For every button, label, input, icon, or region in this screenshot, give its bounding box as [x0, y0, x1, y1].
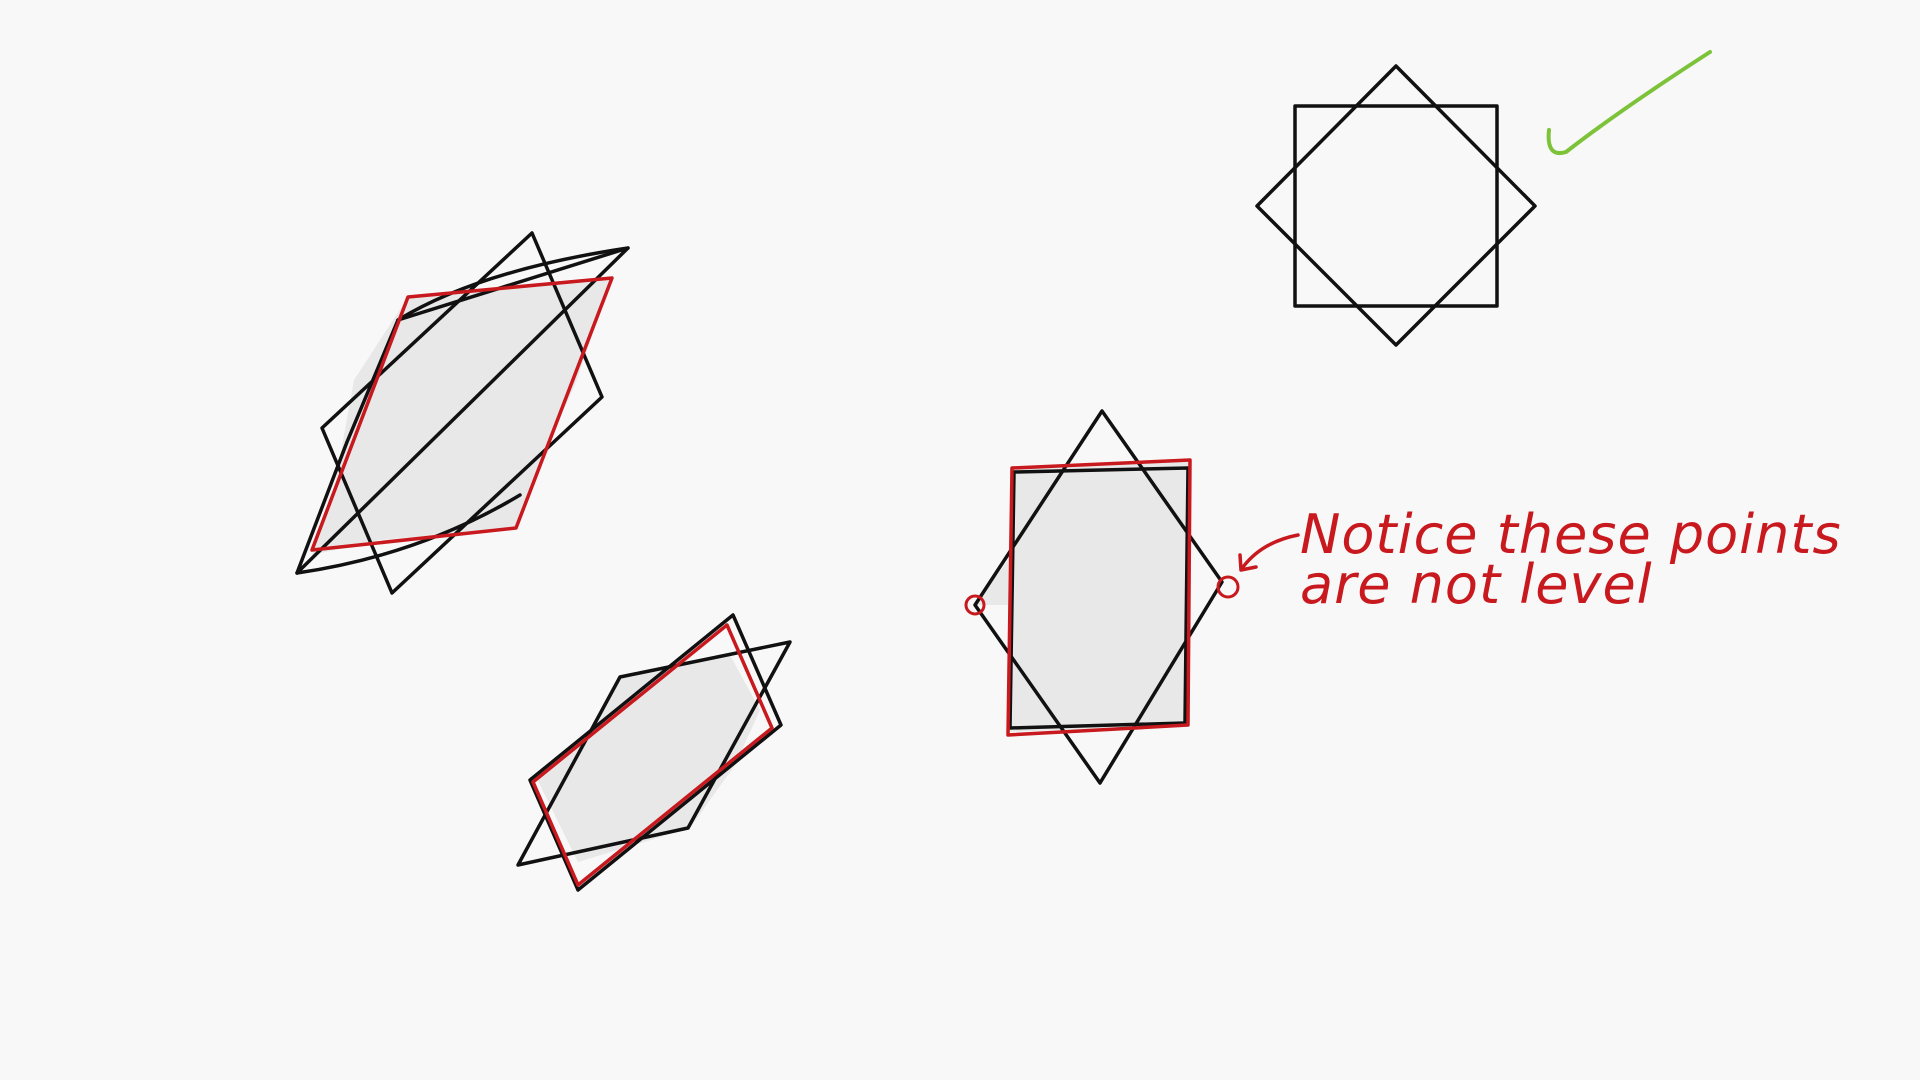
arrow-head: [1238, 553, 1258, 572]
black-diamond: [973, 409, 1224, 785]
shaded-overlap: [975, 460, 1190, 732]
annotation-line-1: Notice these points: [1300, 503, 1842, 566]
black-rhombus-b: [516, 640, 792, 867]
black-diamond: [1255, 64, 1537, 347]
red-parallelogram: [531, 623, 774, 887]
annotation-line-2: are not level: [1300, 553, 1653, 616]
black-curve-bottom: [295, 493, 522, 575]
black-curve-top: [396, 246, 630, 322]
tilted-star-small: [516, 613, 792, 892]
black-rhombus-a: [320, 231, 604, 595]
left-point-marker: [964, 594, 986, 616]
black-rhombus-b: [295, 246, 630, 575]
tilted-star-large: [295, 231, 630, 595]
black-rectangle: [1008, 466, 1190, 730]
red-rectangle: [1006, 458, 1192, 737]
black-square: [1293, 104, 1499, 308]
right-point-marker: [1216, 575, 1240, 599]
red-parallelogram: [310, 276, 614, 552]
arrow-pointer-icon: [1241, 533, 1300, 569]
check-mark-icon: [1546, 50, 1712, 155]
annotation: Notice these points are not level: [1238, 503, 1842, 616]
correct-star: [1255, 64, 1537, 347]
shaded-overlap: [535, 655, 760, 862]
upright-star-center: [964, 409, 1240, 785]
